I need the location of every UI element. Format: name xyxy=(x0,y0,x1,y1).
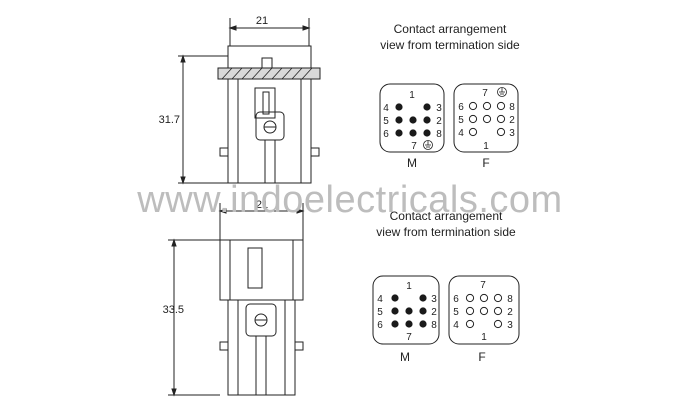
bottom-female-face: 7 6 8 5 2 4 3 1 xyxy=(448,275,520,345)
svg-text:2: 2 xyxy=(431,307,437,318)
svg-text:7: 7 xyxy=(411,141,417,152)
svg-text:1: 1 xyxy=(406,281,412,292)
svg-text:3: 3 xyxy=(509,128,515,139)
bottom-male-label: M xyxy=(400,350,410,364)
top-female-label: F xyxy=(482,156,489,170)
svg-text:6: 6 xyxy=(458,102,464,113)
svg-text:7: 7 xyxy=(482,88,488,99)
svg-text:2: 2 xyxy=(507,307,513,318)
svg-text:4: 4 xyxy=(453,320,459,331)
svg-text:7: 7 xyxy=(480,280,486,291)
svg-text:8: 8 xyxy=(431,320,437,331)
top-male-label: M xyxy=(407,156,417,170)
svg-text:4: 4 xyxy=(383,103,389,114)
svg-text:6: 6 xyxy=(383,129,389,140)
svg-text:5: 5 xyxy=(383,116,389,127)
bottom-caption-line2: view from termination side xyxy=(376,225,516,239)
svg-text:5: 5 xyxy=(377,307,383,318)
svg-text:1: 1 xyxy=(483,141,489,152)
svg-text:6: 6 xyxy=(377,320,383,331)
svg-text:3: 3 xyxy=(507,320,513,331)
bottom-connector xyxy=(168,203,305,397)
top-connector xyxy=(178,18,321,185)
top-female-face: 7 6 8 5 2 4 3 1 xyxy=(453,83,519,153)
svg-text:8: 8 xyxy=(507,294,513,305)
top-male-face: 1 4 3 5 2 6 8 7 xyxy=(379,83,445,153)
bottom-caption-line1: Contact arrangement xyxy=(390,209,503,223)
svg-text:8: 8 xyxy=(436,129,442,140)
svg-text:6: 6 xyxy=(453,294,459,305)
watermark-text: www.indoelectricals.com xyxy=(136,179,562,221)
svg-text:3: 3 xyxy=(431,294,437,305)
svg-text:8: 8 xyxy=(509,102,515,113)
bottom-female-label: F xyxy=(478,350,485,364)
svg-text:7: 7 xyxy=(406,332,412,343)
top-width-label: 21 xyxy=(256,15,268,27)
svg-text:2: 2 xyxy=(436,116,442,127)
bottom-height-label: 33.5 xyxy=(163,304,184,316)
bottom-width-label: 21 xyxy=(256,199,268,211)
bottom-male-face: 1 4 3 5 2 6 8 7 xyxy=(372,275,440,345)
svg-text:3: 3 xyxy=(436,103,442,114)
top-caption-line1: Contact arrangement xyxy=(394,22,507,36)
svg-text:1: 1 xyxy=(481,332,487,343)
svg-text:4: 4 xyxy=(377,294,383,305)
svg-text:5: 5 xyxy=(453,307,459,318)
svg-text:4: 4 xyxy=(458,128,464,139)
top-height-label: 31.7 xyxy=(159,114,180,126)
svg-text:1: 1 xyxy=(409,90,415,101)
svg-text:2: 2 xyxy=(509,115,515,126)
ground-icon xyxy=(497,87,507,97)
ground-icon xyxy=(423,140,433,150)
top-caption-line2: view from termination side xyxy=(380,38,520,52)
svg-text:5: 5 xyxy=(458,115,464,126)
